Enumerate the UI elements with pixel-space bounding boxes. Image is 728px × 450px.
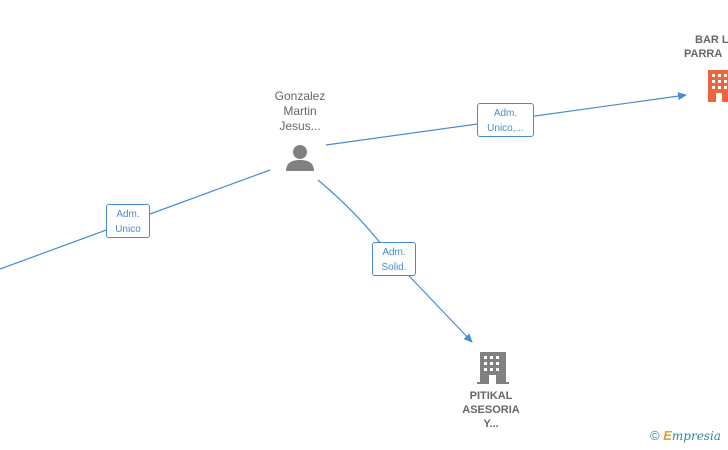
company-top-name-line1: BAR L: [695, 34, 728, 46]
person-icon[interactable]: [286, 145, 314, 171]
edge-label-to-top-line2: Unico,...: [487, 123, 524, 134]
edge-label-to-bottom-company[interactable]: Adm. Solid.: [372, 242, 416, 276]
company-bottom-name-line2: ASESORIA: [462, 404, 520, 416]
person-name-line3: Jesus...: [279, 119, 321, 133]
edge-label-from-left[interactable]: Adm. Unico: [106, 204, 150, 238]
company-bottom-label[interactable]: PITIKAL ASESORIA Y...: [446, 389, 536, 431]
edge-label-from-left-line1: Adm.: [116, 209, 140, 220]
brand-logo-letter: E: [663, 428, 672, 443]
person-node-label[interactable]: Gonzalez Martin Jesus...: [255, 89, 345, 134]
company-bottom-name-line1: PITIKAL: [469, 390, 513, 402]
company-building-icon-bottom[interactable]: [477, 352, 509, 384]
edge-label-from-left-line2: Unico: [115, 224, 141, 235]
company-building-icon-top[interactable]: [708, 70, 728, 102]
person-name-line2: Martin: [283, 104, 317, 118]
edge-label-to-bottom-line1: Adm.: [382, 247, 406, 258]
copyright-symbol: ©: [650, 428, 660, 443]
company-top-label[interactable]: BAR L PARRA: [684, 33, 728, 61]
edge-label-to-top-line1: Adm.: [493, 108, 518, 119]
company-bottom-name-line3: Y...: [483, 418, 499, 430]
brand-logo-text: mpresia: [671, 429, 721, 443]
person-name-line1: Gonzalez: [274, 89, 326, 103]
edge-label-to-bottom-line2: Solid.: [381, 262, 407, 273]
empresia-watermark: © Empresia: [650, 428, 721, 443]
edge-label-to-top-company[interactable]: Adm. Unico,...: [477, 103, 534, 137]
company-top-name-line2: PARRA: [684, 48, 723, 60]
